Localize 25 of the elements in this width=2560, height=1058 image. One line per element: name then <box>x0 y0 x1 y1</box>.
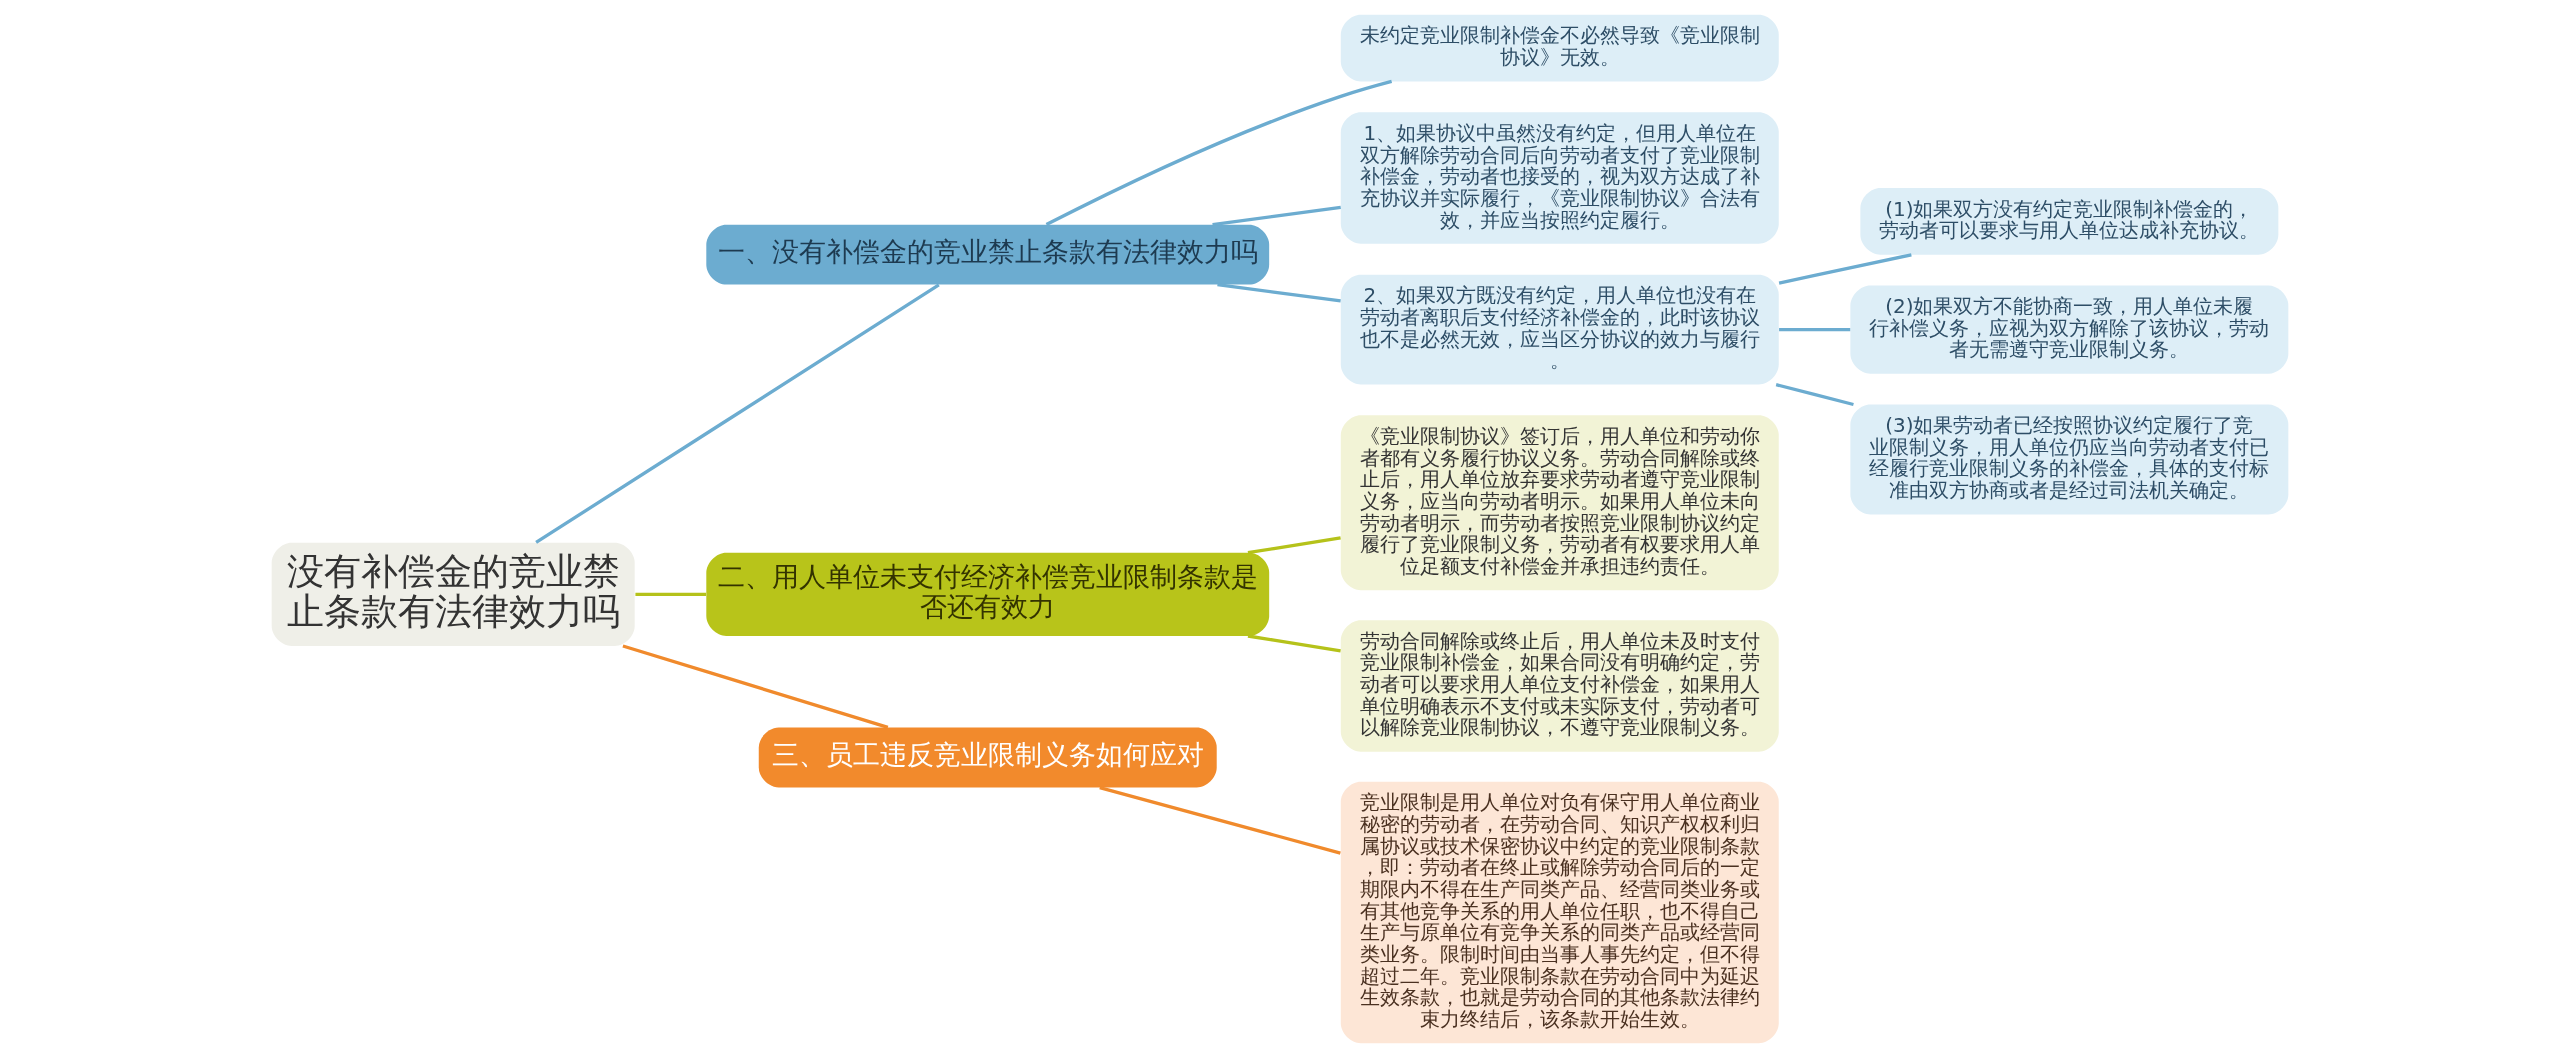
connector <box>1247 634 1341 653</box>
connector <box>535 283 940 544</box>
node-box: 2、如果双方既没有约定，用人单位也没有在劳动者离职后支付经济补偿金的，此时该协议也不是必然无效，应当区分协议的效力与履行。 <box>1340 274 1779 385</box>
node-box: 三、员工违反竞业限制义务如何应对 <box>758 727 1217 788</box>
node-box: 竞业限制是用人单位对负有保守用人单位商业秘密的劳动者，在劳动合同、知识产权权利归属协议或技术保密协议中约定的竞业限制条款，即：劳动者在终止或解除劳动合同后的一定期限内不得在生产同类产品、经营同类业务或有其他竞争关系的用人单位任职，也不得自己生产与原单位有竞争关系的同类产品或经营同类业务。限制时间由当事人事先约定，但不得超过二年。竞业限制条款在劳动合同中为延迟生效条款，也就是劳动合同的其他条款法律约束力终结后，该条款开始生效。 <box>1340 781 1779 1044</box>
node-box: (2)如果双方不能协商一致，用人单位未履行补偿义务，应视为双方解除了该协议，劳动者无需遵守竞业限制义务。 <box>1850 285 2289 374</box>
node-box: 1、如果协议中虽然没有约定，但用人单位在双方解除劳动合同后向劳动者支付了竞业限制补偿金，劳动者也接受的，视为双方达成了补充协议并实际履行，《竞业限制协议》合法有效，并应当按照约定履行。 <box>1340 112 1779 244</box>
connector <box>635 592 707 597</box>
node-box: 二、用人单位未支付经济补偿竞业限制条款是否还有效力 <box>706 552 1270 636</box>
connector <box>1099 786 1341 855</box>
connector <box>1247 536 1341 555</box>
node-box: (3)如果劳动者已经按照协议约定履行了竞业限制义务，用人单位仍应当向劳动者支付已经履行竞业限制义务的补偿金，具体的支付标准由双方协商或者是经过司法机关确定。 <box>1850 404 2289 515</box>
node-box: 《竞业限制协议》签订后，用人单位和劳动你者都有义务履行协议义务。劳动合同解除或终止后，用人单位放弃要求劳动者遵守竞业限制义务，应当向劳动者明示。如果用人单位未向劳动者明示，而劳动者按照竞业限制协议约定履行了竞业限制义务，劳动者有权要求用人单位足额支付补偿金并承担违约责任。 <box>1340 415 1779 591</box>
node-box: 未约定竞业限制补偿金不必然导致《竞业限制协议》无效。 <box>1340 14 1779 82</box>
node-box: (1)如果双方没有约定竞业限制补偿金的，劳动者可以要求与用人单位达成补充协议。 <box>1860 188 2279 255</box>
node-box: 劳动合同解除或终止后，用人单位未及时支付竞业限制补偿金，如果合同没有明确约定，劳动者可以要求用人单位支付补偿金，如果用人单位明确表示不支付或未实际支付，劳动者可以解除竞业限制协议，不遵守竞业限制义务。 <box>1340 620 1779 752</box>
connector <box>1775 383 1854 407</box>
connector <box>1778 253 1912 285</box>
connector <box>622 644 889 729</box>
connector <box>1217 283 1341 303</box>
node-box: 没有补偿金的竞业禁止条款有法律效力吗 <box>271 542 635 646</box>
connector <box>1045 79 1393 227</box>
connector <box>1212 205 1341 227</box>
node-box: 一、没有补偿金的竞业禁止条款有法律效力吗 <box>706 224 1270 285</box>
connector <box>1779 327 1851 332</box>
